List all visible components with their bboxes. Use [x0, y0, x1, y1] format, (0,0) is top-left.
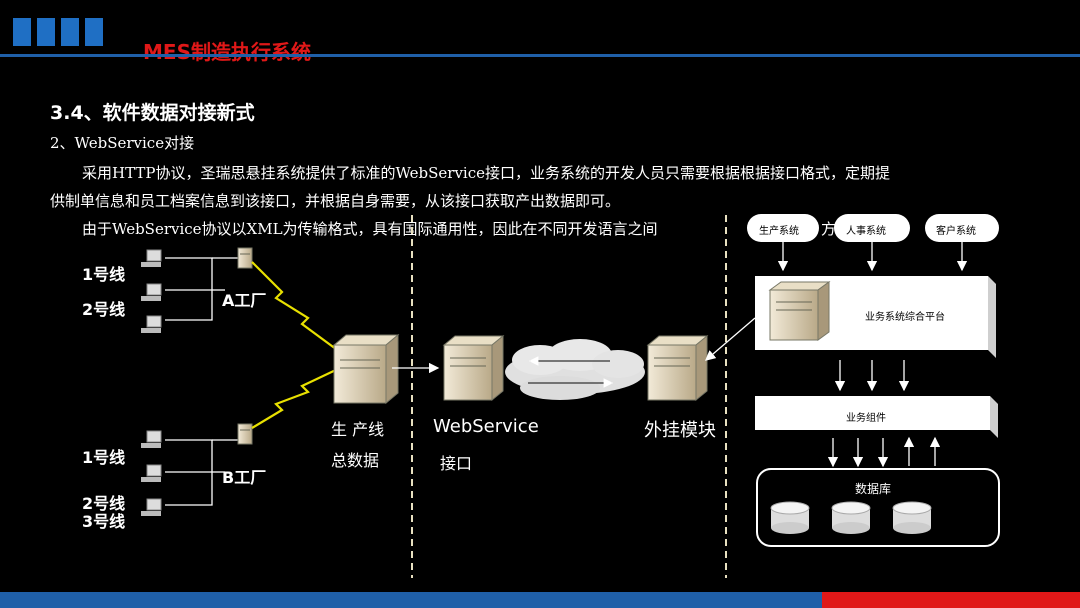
lightning-icon-a	[251, 261, 341, 353]
factory-b-line-3-label: 3号线	[82, 512, 126, 531]
source-pill-hr	[834, 214, 910, 242]
header-divider	[0, 54, 1080, 57]
pc-icon-a1	[141, 249, 162, 267]
header-square-4	[85, 18, 103, 46]
production-total-label-2: 总数据	[331, 451, 380, 470]
paragraph-2-tail: 方	[821, 220, 837, 238]
source-label-hr: 人事系统	[846, 226, 886, 237]
factory-b-line-2-label: 2号线	[82, 494, 126, 513]
header-square-3	[61, 18, 79, 46]
database-label: 数据库	[855, 482, 892, 496]
component-box	[755, 396, 998, 438]
factory-b-label: B工厂	[222, 468, 267, 487]
database-cylinder-icon-1	[770, 501, 810, 534]
header-square-2	[37, 18, 55, 46]
pc-icon-b3	[141, 498, 162, 516]
factory-b-line-1-label: 1号线	[82, 448, 126, 467]
webservice-label-2: 接口	[440, 454, 473, 473]
source-label-production: 生产系统	[759, 226, 799, 237]
component-label: 业务组件	[846, 413, 886, 424]
header-square-1	[13, 18, 31, 46]
pc-icon-b1	[141, 430, 162, 448]
pc-icon-a3	[141, 315, 162, 333]
sub-title: 2、WebService对接	[50, 134, 195, 152]
database-cylinder-icon-3	[892, 501, 932, 534]
header-title: MES制造执行系统	[143, 40, 311, 64]
lightning-icon-b	[251, 367, 341, 429]
paragraph-2-line-1: 由于WebService协议以XML为传输格式，具有国际通用性，因此在不同开发语…	[82, 220, 658, 238]
webservice-server-icon	[442, 334, 505, 402]
factory-a-line-2-label: 2号线	[82, 300, 126, 319]
section-title: 3.4、软件数据对接新式	[50, 102, 255, 124]
factory-a-label: A工厂	[222, 291, 267, 310]
plugin-module-label: 外挂模块	[644, 420, 716, 441]
pc-icon-a2	[141, 283, 162, 301]
webservice-label-1: WebService	[433, 416, 539, 437]
factory-a-connectors	[165, 257, 240, 321]
database-box	[756, 468, 1000, 547]
arrow-platform-to-plugin	[705, 317, 756, 361]
footer-bar-blue	[0, 592, 822, 608]
footer-bar-red	[822, 592, 1080, 608]
production-total-label-1: 生 产线	[331, 420, 385, 439]
production-server-icon	[332, 333, 400, 405]
source-pill-production	[747, 214, 819, 242]
source-pill-customer	[925, 214, 999, 242]
factory-b-connectors	[165, 439, 240, 506]
platform-label: 业务系统综合平台	[865, 312, 945, 323]
factory-a-server-icon	[237, 247, 253, 269]
factory-a-line-1-label: 1号线	[82, 265, 126, 284]
network-cloud-icon	[505, 339, 645, 400]
factory-b-server-icon	[237, 423, 253, 445]
database-cylinder-icon-2	[831, 501, 871, 534]
platform-server-icon	[768, 281, 831, 341]
source-label-customer: 客户系统	[936, 226, 976, 237]
paragraph-1-line-2: 供制单信息和员工档案信息到该接口，并根据自身需要，从该接口获取产出数据即可。	[50, 192, 621, 210]
plugin-server-icon	[646, 334, 709, 402]
paragraph-1-line-1: 采用HTTP协议，圣瑞思悬挂系统提供了标准的WebService接口，业务系统的…	[82, 164, 891, 182]
pc-icon-b2	[141, 464, 162, 482]
